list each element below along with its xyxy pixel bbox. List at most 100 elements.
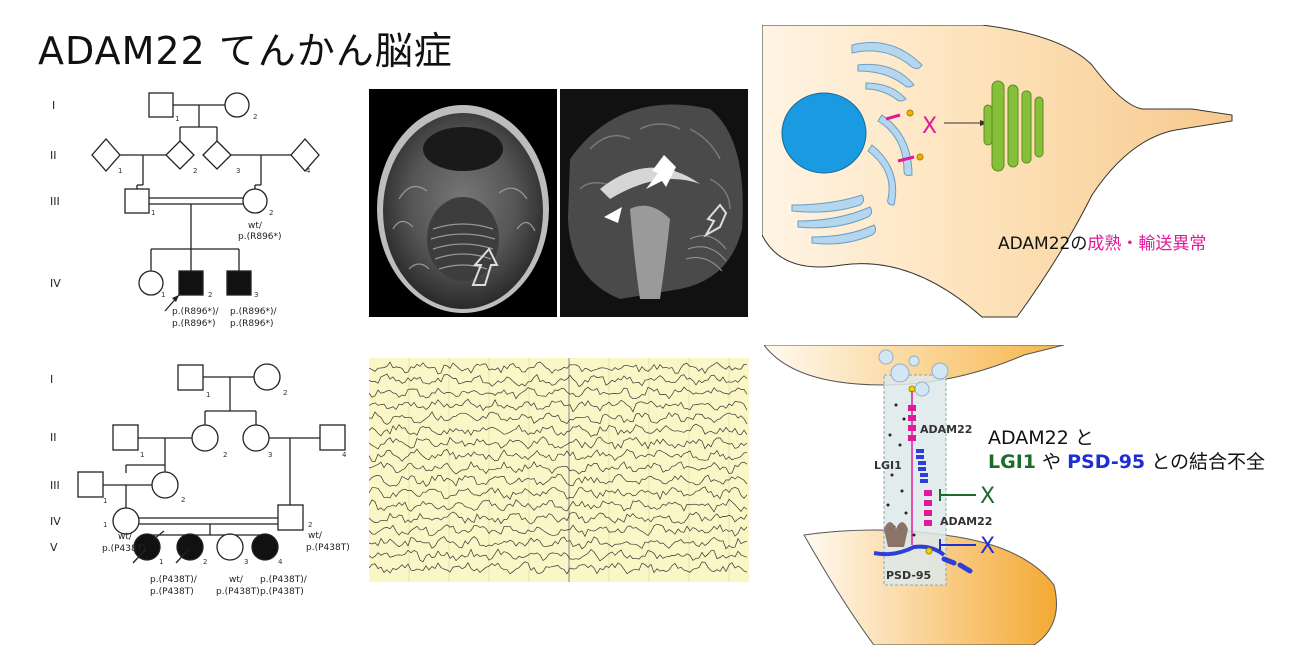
genotype-text: p.(P438T)	[102, 544, 146, 554]
caption-text: との結合不全	[1145, 451, 1266, 473]
eeg-trace	[369, 436, 748, 450]
eeg-trace	[369, 423, 748, 437]
svg-text:2: 2	[208, 291, 212, 299]
proband-arrow	[175, 548, 190, 564]
lgi1-label: LGI1	[874, 459, 902, 472]
p1-i1-male	[148, 92, 174, 118]
genotype-text: wt/	[308, 531, 323, 541]
genotype-text: p.(P438T)	[260, 587, 304, 597]
caption-text: ADAM22の	[998, 234, 1088, 254]
eeg-trace	[369, 536, 748, 550]
synapse-caption: ADAM22 と LGI1 や PSD-95 との結合不全	[988, 426, 1265, 474]
svg-text:4: 4	[306, 167, 311, 175]
eeg-trace	[369, 523, 748, 538]
svg-text:1: 1	[161, 291, 165, 299]
block-x-mark: X	[980, 484, 995, 509]
svg-text:2: 2	[193, 167, 197, 175]
genotype-text: p.(P438T)/	[260, 575, 308, 585]
p2-ii4-male	[319, 424, 346, 451]
adam22-label: ADAM22	[920, 423, 972, 436]
adam22-label: ADAM22	[940, 515, 992, 528]
svg-text:1: 1	[151, 209, 155, 217]
genotype-text: p.(P438T)	[306, 543, 350, 553]
eeg-trace	[369, 448, 748, 462]
svg-text:1: 1	[140, 451, 144, 459]
synapse-diagram: ADAM22 LGI1 ADAM22 PSD-95 X X	[764, 345, 1064, 645]
svg-text:2: 2	[308, 521, 312, 529]
p1-ii3-diamond	[202, 140, 232, 170]
gen-label: V	[50, 541, 58, 554]
genotype-text: p.(R896*)	[230, 319, 274, 329]
gen-label: IV	[50, 515, 61, 528]
svg-text:4: 4	[342, 451, 347, 459]
p2-i2-female	[253, 363, 281, 391]
cell-caption: ADAM22の成熟・輸送異常	[998, 229, 1206, 254]
gen-label: III	[50, 195, 60, 208]
svg-text:1: 1	[103, 497, 107, 505]
p2-ii3-female	[242, 424, 270, 452]
eeg-trace	[369, 486, 748, 501]
eeg-trace	[369, 548, 748, 563]
caption-highlight: 成熟・輸送異常	[1087, 234, 1207, 254]
genotype-text: p.(R896*)/	[172, 307, 220, 317]
p1-iv2-affected-male	[178, 270, 204, 296]
gen-label: I	[52, 99, 55, 112]
genotype-text: p.(R896*)	[238, 232, 282, 242]
svg-text:1: 1	[206, 391, 210, 399]
eeg-recording	[369, 358, 749, 582]
svg-text:3: 3	[268, 451, 272, 459]
eeg-trace	[369, 561, 748, 575]
proband-arrow	[132, 548, 147, 564]
p1-iii2-female	[242, 188, 268, 214]
nucleus-shape	[781, 92, 867, 174]
svg-text:1: 1	[175, 115, 179, 123]
p2-iv2-male	[277, 504, 304, 531]
eeg-trace	[369, 498, 748, 513]
gen-label: II	[50, 431, 57, 444]
eeg-trace	[369, 398, 748, 413]
genotype-text: p.(P438T)	[150, 587, 194, 597]
svg-text:1: 1	[118, 167, 122, 175]
psd95-label: PSD-95	[886, 569, 931, 582]
svg-text:2: 2	[223, 451, 227, 459]
p2-v2-affected-female	[176, 533, 204, 561]
p1-i2-female	[224, 92, 250, 118]
svg-text:3: 3	[236, 167, 240, 175]
p2-ii2-female	[191, 424, 219, 452]
svg-text:2: 2	[253, 113, 257, 121]
svg-text:2: 2	[269, 209, 273, 217]
svg-text:1: 1	[159, 558, 163, 566]
p1-iv3-affected-male	[226, 270, 252, 296]
eeg-trace	[369, 511, 748, 525]
lgi1-highlight: LGI1	[988, 451, 1036, 473]
eeg-trace	[369, 373, 748, 388]
p1-iv1-female	[138, 270, 164, 296]
svg-text:2: 2	[181, 496, 185, 504]
genotype-text: p.(R896*)	[172, 319, 216, 329]
genotype-text: p.(P438T)/	[150, 575, 198, 585]
genotype-text: p.(P438T)	[216, 587, 260, 597]
mri-sagittal-image	[560, 89, 748, 317]
p1-ii1-diamond	[91, 138, 121, 172]
svg-text:3: 3	[254, 291, 258, 299]
svg-text:3: 3	[244, 558, 248, 566]
p1-ii4-diamond	[290, 138, 320, 172]
p2-iv1-female	[112, 507, 140, 535]
page-title: ADAM22 てんかん脳症	[38, 29, 453, 73]
svg-text:2: 2	[203, 558, 207, 566]
golgi-apparatus	[983, 80, 1044, 172]
p1-ii2-diamond	[165, 140, 195, 170]
svg-text:4: 4	[278, 558, 283, 566]
block-x-mark: X	[922, 114, 937, 139]
psd95-highlight: PSD-95	[1067, 451, 1146, 473]
genotype-text: wt/	[229, 575, 244, 585]
p2-iii2-female	[151, 471, 179, 499]
genotype-text: p.(R896*)/	[230, 307, 278, 317]
gen-label: I	[50, 373, 53, 386]
caption-text: や	[1036, 451, 1068, 473]
cell-diagram: X	[762, 25, 1233, 318]
eeg-trace	[369, 461, 748, 475]
p2-i1-male	[177, 364, 204, 391]
